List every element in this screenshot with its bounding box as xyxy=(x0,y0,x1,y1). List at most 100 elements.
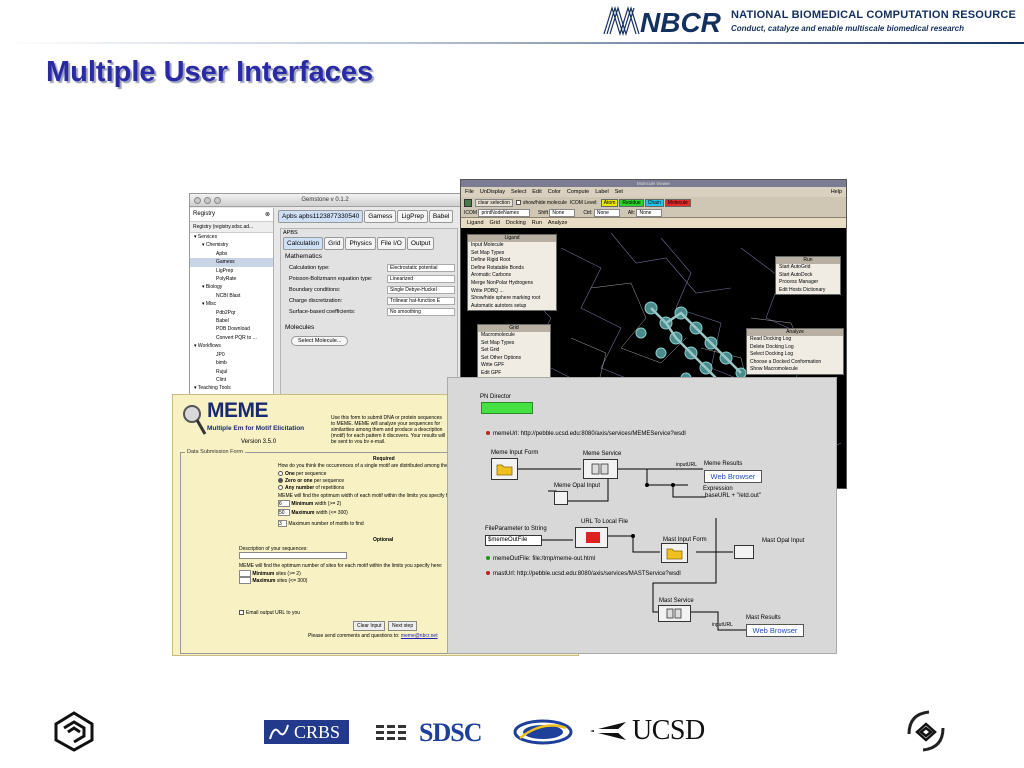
menu-item-edit-gpf[interactable]: Edit GPF xyxy=(481,369,502,376)
clear-input-button[interactable]: Clear Input xyxy=(353,621,386,631)
radio-one-per-seq[interactable]: One per sequence xyxy=(278,471,326,477)
panel-tab-grid[interactable]: Grid xyxy=(324,237,345,250)
pn-director-icon[interactable] xyxy=(481,402,533,414)
menu-item-macromolecule[interactable]: Macromolecule xyxy=(481,332,515,338)
doc-tab-babel[interactable]: Babel xyxy=(428,210,454,223)
description-input[interactable] xyxy=(239,552,347,559)
menu-item-start-autodock[interactable]: Start AutoDock xyxy=(779,271,813,278)
menu-item-process-manager[interactable]: Process Manager xyxy=(779,279,819,286)
menu-edit[interactable]: Edit xyxy=(532,189,542,195)
menu-item-write-pdbq[interactable]: Write PDBQ ... xyxy=(471,287,504,294)
autodock-menu-analyze[interactable]: Analyze xyxy=(547,220,568,226)
expand-arrow-icon[interactable]: ▾ xyxy=(202,284,206,291)
menu-item-show-macromolecule[interactable]: Show Macromolecule xyxy=(750,366,798,373)
tree-item-ncbi-blast[interactable]: NCBI Blast xyxy=(190,292,273,300)
menu-item-set-grid[interactable]: Set Grid xyxy=(481,347,500,354)
tree-item-misc[interactable]: ▾ Misc xyxy=(190,300,273,308)
menu-item-define-rotatable-bonds[interactable]: Define Rotatable Bonds xyxy=(471,264,524,271)
expand-arrow-icon[interactable]: ▾ xyxy=(202,301,206,308)
field-select[interactable]: Linearized xyxy=(387,274,455,283)
menu-item-define-rigid-root[interactable]: Define Rigid Root xyxy=(471,257,511,264)
tree-item-biology[interactable]: ▾ Biology xyxy=(190,283,273,291)
menu-compute[interactable]: Compute xyxy=(566,189,590,195)
expand-arrow-icon[interactable]: ▾ xyxy=(202,242,206,249)
menu-item-delete-docking-log[interactable]: Delete Docking Log xyxy=(750,343,794,350)
expression-value[interactable]: baseURL + "/etd.out" xyxy=(705,493,761,499)
icom-chip-atom[interactable]: Atom xyxy=(600,198,619,207)
tree-item-ligprep[interactable]: LigPrep xyxy=(190,267,273,275)
menu-item-select-docking-log[interactable]: Select Docking Log xyxy=(750,351,794,358)
tree-item-workflows[interactable]: ▾ Workflows xyxy=(190,342,273,350)
select-molecule-button[interactable]: Select Molecule... xyxy=(291,336,349,346)
email-url-checkbox[interactable]: Email output URL to you xyxy=(239,610,300,616)
minimize-window-button[interactable] xyxy=(204,197,211,204)
tree-item-chemistry[interactable]: ▾ Chemistry xyxy=(190,241,273,249)
autodock-menu-run[interactable]: Run xyxy=(531,220,542,226)
panel-tab-file-i-o[interactable]: File I/O xyxy=(376,237,406,250)
meme-input-form-node[interactable] xyxy=(491,458,518,480)
close-icon[interactable]: ⊗ xyxy=(264,212,270,218)
field-select[interactable]: Single Debye-Huckel xyxy=(387,285,455,294)
tree-item-polyrate[interactable]: PolyRate xyxy=(190,275,273,283)
min-width-input[interactable]: 6 xyxy=(278,500,290,507)
contact-email-link[interactable]: meme@nbcr.net xyxy=(400,633,438,639)
tree-item-convert-pqr-to[interactable]: Convert PQR to ... xyxy=(190,334,273,342)
tree-item-pdb2pqr[interactable]: Pdb2Pqr xyxy=(190,309,273,317)
menu-item-input-molecule[interactable]: Input Molecule xyxy=(471,242,504,248)
menu-file[interactable]: File xyxy=(465,189,474,195)
min-sites-input[interactable] xyxy=(239,570,251,577)
panel-tab-output[interactable]: Output xyxy=(406,237,435,250)
menu-help[interactable]: Help xyxy=(830,189,842,195)
clear-selection-button[interactable]: clear selection xyxy=(475,198,513,207)
close-window-button[interactable] xyxy=(194,197,201,204)
menu-set[interactable]: Set xyxy=(614,189,623,195)
radio-any-number[interactable]: Any number of repetitions xyxy=(278,485,344,491)
field-select[interactable]: Electrostatic potential xyxy=(387,263,455,272)
meme-out-file-box[interactable]: $memeOutFile xyxy=(485,535,542,546)
field-select[interactable]: No smoothing xyxy=(387,307,455,316)
ctrl-dropdown[interactable]: None xyxy=(593,208,620,217)
menu-item-set-map-types[interactable]: Set Map Types xyxy=(471,249,505,256)
menu-item-set-map-types[interactable]: Set Map Types xyxy=(481,339,515,346)
menu-item-edit-hosts-dictionary[interactable]: Edit Hosts Dictionary xyxy=(779,286,826,293)
tree-item-services[interactable]: ▾ Services xyxy=(190,233,273,241)
icom-chip-chain[interactable]: Chain xyxy=(644,198,664,207)
mast-input-form-node[interactable] xyxy=(661,543,688,563)
tree-item-gamess[interactable]: Gamess xyxy=(190,258,273,267)
registry-select[interactable]: Registry (registry.sdsc.ad... xyxy=(190,222,273,233)
expand-arrow-icon[interactable]: ▾ xyxy=(194,343,198,350)
tree-item-apbs[interactable]: Apbs xyxy=(190,250,273,258)
tree-item-teaching-tools[interactable]: ▾ Teaching Tools xyxy=(190,384,273,392)
menu-item-set-other-options[interactable]: Set Other Options xyxy=(481,354,522,361)
next-step-button[interactable]: Next step xyxy=(388,621,418,631)
meme-results-browser-button[interactable]: Web Browser xyxy=(704,470,762,483)
menu-item-merge-nonpolar-hydrogens[interactable]: Merge NonPolar Hydrogens xyxy=(471,279,533,286)
menu-item-start-autogrid[interactable]: Start AutoGrid xyxy=(779,264,811,270)
panel-tab-physics[interactable]: Physics xyxy=(345,237,376,250)
tree-item-clint[interactable]: Clint xyxy=(190,376,273,384)
autodock-menu-ligand[interactable]: Ligand xyxy=(467,220,484,226)
url-to-local-node[interactable] xyxy=(575,527,608,548)
doc-tab-ligprep[interactable]: LigPrep xyxy=(397,210,428,223)
tree-item-babel[interactable]: Babel xyxy=(190,317,273,325)
menu-select[interactable]: Select xyxy=(510,189,527,195)
field-select[interactable]: Trilinear hat-function E xyxy=(387,296,455,305)
menu-undisplay[interactable]: UnDisplay xyxy=(479,189,505,195)
meme-opal-input-node[interactable] xyxy=(554,491,568,505)
radio-zero-or-one[interactable]: Zero or one per sequence xyxy=(278,478,344,484)
menu-item-read-docking-log[interactable]: Read Docking Log xyxy=(750,336,792,342)
pick-icon[interactable] xyxy=(464,198,472,207)
tree-item-jp0[interactable]: JP0 xyxy=(190,351,273,359)
expand-arrow-icon[interactable]: ▾ xyxy=(194,234,198,240)
menu-label[interactable]: Label xyxy=(595,189,609,195)
autodock-menu-docking[interactable]: Docking xyxy=(505,220,526,226)
icom-chip-molecule[interactable]: Molecule xyxy=(664,198,691,207)
menu-item-aromatic-carbons[interactable]: Aromatic Carbons xyxy=(471,272,512,279)
icom-dropdown[interactable]: printNodeNames xyxy=(478,208,530,217)
menu-item-automatic-autotors-setup[interactable]: Automatic autotors setup xyxy=(471,302,527,309)
doc-tab-apbs-apbs1123877330540[interactable]: Apbs apbs1123877330540 xyxy=(278,210,364,223)
max-width-input[interactable]: 50 xyxy=(278,509,290,516)
expand-arrow-icon[interactable]: ▾ xyxy=(194,385,198,392)
tree-item-pdb-download[interactable]: PDB Download xyxy=(190,325,273,333)
icom-chip-residue[interactable]: Residue xyxy=(619,198,644,207)
